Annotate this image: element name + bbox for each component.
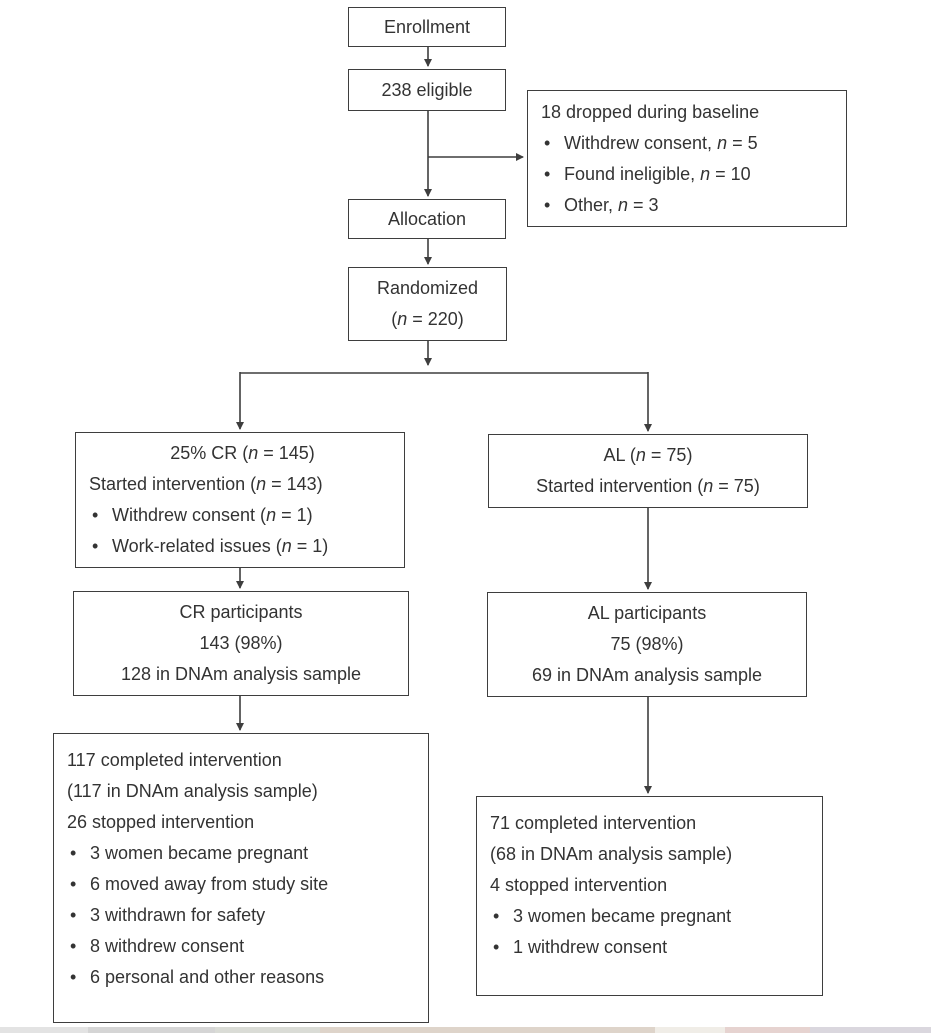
cr-outcome-bullet-text: 3 women became pregnant <box>90 843 309 863</box>
bullet-marker: • <box>493 937 500 957</box>
al-participants-line: 75 (98%) <box>610 634 684 654</box>
bullet-marker: • <box>544 195 551 215</box>
bullet-marker: • <box>92 505 99 525</box>
al-outcome-box: 71 completed intervention (68 in DNAm an… <box>476 796 823 996</box>
al-branch-box: AL (n = 75) Started intervention (n = 75… <box>488 434 808 508</box>
bullet-marker: • <box>70 874 77 894</box>
cr-outcome-bullet-item: • 3 women became pregnant <box>67 838 420 869</box>
al-outcome-bullet-text: 1 withdrew consent <box>513 937 668 957</box>
al-branch-title: AL (n = 75) <box>603 445 693 465</box>
enrollment-label: Enrollment <box>383 16 471 37</box>
dropped-bullet-text: Found ineligible, n = 10 <box>564 164 751 184</box>
enrollment-box: Enrollment <box>348 7 506 47</box>
eligible-box: 238 eligible <box>348 69 506 111</box>
dropped-bullet-item: • Withdrew consent, n = 5 <box>541 128 838 159</box>
cr-branch-title: 25% CR (n = 145) <box>170 443 315 463</box>
cr-participants-box: CR participants 143 (98%) 128 in DNAm an… <box>73 591 409 696</box>
allocation-label: Allocation <box>387 208 467 229</box>
cr-branch-bullet-text: Work-related issues (n = 1) <box>112 536 329 556</box>
cr-outcome-bullet-item: • 6 personal and other reasons <box>67 962 420 993</box>
al-outcome-bullet-item: • 1 withdrew consent <box>490 932 814 963</box>
bullet-marker: • <box>70 843 77 863</box>
bullet-marker: • <box>92 536 99 556</box>
cr-participants-line: CR participants <box>179 602 303 622</box>
cr-outcome-line: 26 stopped intervention <box>67 812 255 832</box>
al-outcome-bullet-text: 3 women became pregnant <box>513 906 732 926</box>
allocation-box: Allocation <box>348 199 506 239</box>
al-participants-line: 69 in DNAm analysis sample <box>531 665 763 685</box>
al-branch-started: Started intervention (n = 75) <box>536 476 760 496</box>
cr-branch-bullet-item: • Work-related issues (n = 1) <box>89 531 396 562</box>
al-outcome-bullet-item: • 3 women became pregnant <box>490 901 814 932</box>
randomized-line: Randomized <box>376 278 479 298</box>
eligible-label: 238 eligible <box>381 79 473 100</box>
dropped-bullet-item: • Found ineligible, n = 10 <box>541 159 838 190</box>
cr-outcome-line: (117 in DNAm analysis sample) <box>67 781 318 801</box>
bullet-marker: • <box>70 936 77 956</box>
cr-outcome-bullet-item: • 8 withdrew consent <box>67 931 420 962</box>
cr-branch-started: Started intervention (n = 143) <box>89 474 323 494</box>
al-outcome-line: (68 in DNAm analysis sample) <box>490 844 733 864</box>
page-edge-strip <box>0 1027 931 1033</box>
cr-branch-box: 25% CR (n = 145) Started intervention (n… <box>75 432 405 568</box>
dropped-bullet-text: Withdrew consent, n = 5 <box>564 133 758 153</box>
bullet-marker: • <box>544 133 551 153</box>
cr-outcome-bullet-item: • 6 moved away from study site <box>67 869 420 900</box>
al-participants-box: AL participants 75 (98%) 69 in DNAm anal… <box>487 592 807 697</box>
randomized-box: Randomized (n = 220) <box>348 267 507 341</box>
cr-outcome-box: 117 completed intervention (117 in DNAm … <box>53 733 429 1023</box>
bullet-marker: • <box>70 967 77 987</box>
cr-branch-bullet-text: Withdrew consent (n = 1) <box>112 505 313 525</box>
cr-outcome-bullet-item: • 3 withdrawn for safety <box>67 900 420 931</box>
bullet-marker: • <box>493 906 500 926</box>
dropped-bullet-item: • Other, n = 3 <box>541 190 838 221</box>
cr-outcome-line: 117 completed intervention <box>67 750 282 770</box>
al-outcome-line: 4 stopped intervention <box>490 875 668 895</box>
bullet-marker: • <box>70 905 77 925</box>
cr-branch-bullet-item: • Withdrew consent (n = 1) <box>89 500 396 531</box>
al-participants-line: AL participants <box>587 603 707 623</box>
cr-outcome-bullet-text: 6 moved away from study site <box>90 874 329 894</box>
cr-outcome-bullet-text: 3 withdrawn for safety <box>90 905 266 925</box>
bullet-marker: • <box>544 164 551 184</box>
cr-participants-line: 143 (98%) <box>199 633 283 653</box>
dropped-bullet-text: Other, n = 3 <box>564 195 659 215</box>
dropped-during-baseline-box: 18 dropped during baseline • Withdrew co… <box>527 90 847 227</box>
dropped-title: 18 dropped during baseline <box>541 102 760 122</box>
cr-participants-line: 128 in DNAm analysis sample <box>120 664 362 684</box>
cr-outcome-bullet-text: 6 personal and other reasons <box>90 967 325 987</box>
randomized-n: (n = 220) <box>391 309 464 329</box>
al-outcome-line: 71 completed intervention <box>490 813 697 833</box>
cr-outcome-bullet-text: 8 withdrew consent <box>90 936 245 956</box>
